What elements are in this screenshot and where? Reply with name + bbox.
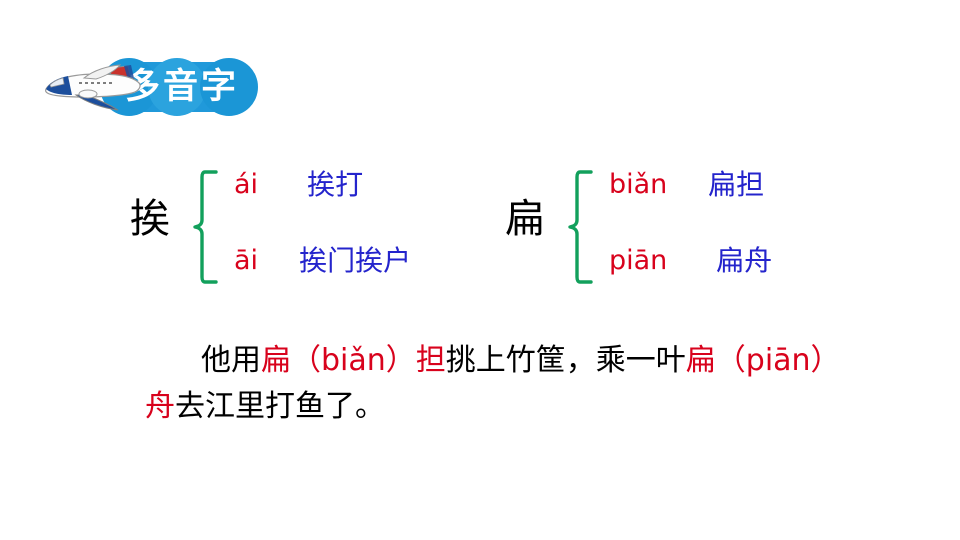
character-group-bian: 扁 biǎn 扁担 piān 扁舟: [505, 165, 835, 285]
logo-label: 多音字: [124, 67, 239, 107]
headword-character: 扁: [505, 196, 545, 242]
pronunciation-entry: biǎn 扁担: [609, 167, 764, 207]
logo-circle-2: [148, 58, 206, 116]
pinyin-text: piān: [609, 245, 668, 276]
curly-brace-icon: [568, 170, 593, 284]
pinyin-text: ái: [234, 169, 259, 200]
example-sentence: 他用扁（biǎn）担挑上竹筐，乘一叶扁（piān）舟去江里打鱼了。: [145, 338, 855, 430]
example-word: 挨打: [307, 168, 364, 201]
sentence-plain: 挑上竹筐，乘一叶: [445, 343, 686, 378]
sentence-highlight: 扁（piān）舟: [145, 343, 841, 424]
pinyin-text: biǎn: [609, 169, 668, 200]
airplane-icon: [45, 64, 141, 111]
curly-brace-icon: [193, 170, 218, 284]
pinyin-text: āi: [234, 245, 259, 276]
pronunciation-entry: piān 扁舟: [609, 243, 772, 283]
sentence-plain: 他用: [201, 343, 261, 378]
pronunciation-entry: āi 挨门挨户: [234, 243, 411, 283]
pronunciation-entry: ái 挨打: [234, 167, 363, 207]
example-word: 扁舟: [716, 244, 773, 277]
sentence-plain: 去江里打鱼了。: [175, 389, 385, 424]
example-word: 扁担: [708, 168, 765, 201]
logo-circle-3: [200, 58, 258, 116]
headword-character: 挨: [130, 196, 170, 242]
slide-logo-banner: 多音字: [32, 56, 262, 118]
character-group-ai: 挨 ái 挨打 āi 挨门挨户: [130, 165, 460, 285]
sentence-highlight: 扁（biǎn）担: [261, 343, 446, 378]
example-word: 挨门挨户: [299, 244, 412, 277]
